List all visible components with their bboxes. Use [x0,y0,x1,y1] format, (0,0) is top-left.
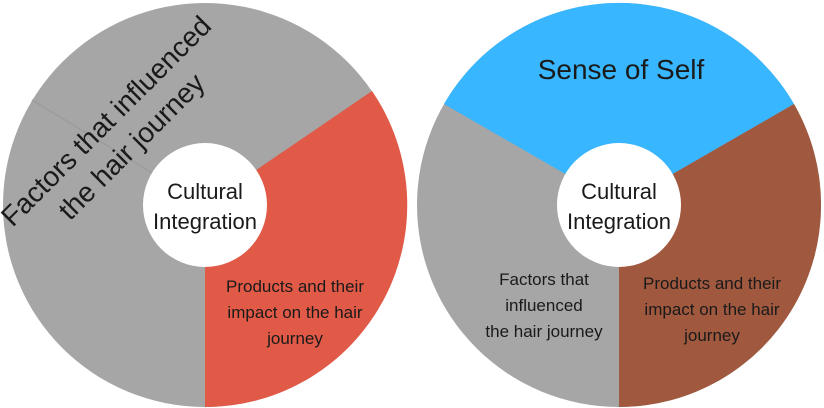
right-donut: Cultural Integration Sense of Self Facto… [417,2,822,407]
right-products-line-2: impact on the hair [644,300,779,319]
left-center-line-2: Integration [153,209,257,234]
left-products-line-2: impact on the hair [227,303,362,322]
right-segment-self [444,2,794,205]
left-center-hole [143,143,267,267]
left-donut: Cultural Integration Factors that influe… [0,3,408,408]
left-products-line-3: journey [266,329,323,348]
right-factors-line-2: influenced [505,296,583,315]
right-center-line-1: Cultural [581,179,657,204]
right-factors-line-1: Factors that [499,270,589,289]
left-center-line-1: Cultural [167,179,243,204]
left-segment-products [205,91,408,408]
right-products-line-3: journey [683,326,740,345]
left-products-line-1: Products and their [226,277,364,296]
right-self-label: Sense of Self [538,54,705,85]
right-center-line-2: Integration [567,209,671,234]
right-factors-line-3: the hair journey [485,322,603,341]
right-products-line-1: Products and their [643,274,781,293]
right-center-hole [557,143,681,267]
